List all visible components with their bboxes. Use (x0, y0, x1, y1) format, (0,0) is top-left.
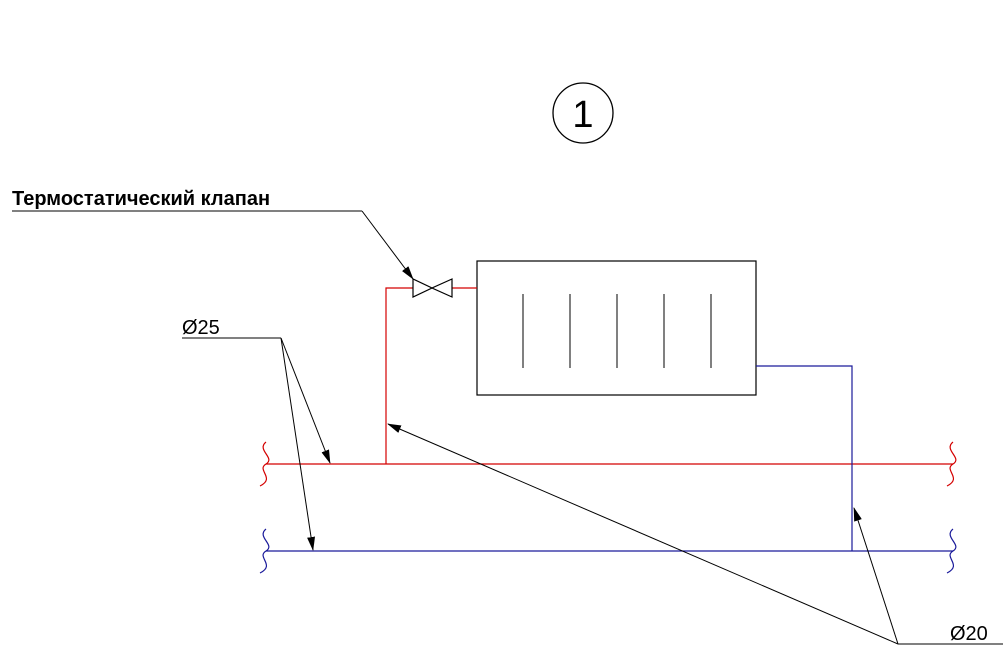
valve-label: Термостатический клапан (12, 188, 270, 210)
supply-break-left (259, 441, 270, 487)
radiator-body (476, 260, 757, 396)
valve-annotation: Термостатический клапан (12, 188, 414, 280)
return-diameter-annotation: Ø20 (387, 423, 1003, 645)
return-piping (259, 365, 957, 574)
supply-diameter-label: Ø25 (182, 317, 220, 339)
valve-right-triangle (430, 278, 453, 298)
supply-diameter-leader (280, 337, 331, 464)
supply-riser (385, 287, 413, 464)
supply-riser-diameter-leader (387, 423, 899, 645)
return-diameter-label: Ø20 (950, 623, 988, 645)
valve-left-triangle (412, 278, 434, 298)
thermostatic-valve-symbol (412, 278, 453, 298)
return-main-diameter-leader (280, 337, 316, 551)
supply-break-right (946, 441, 957, 487)
callout-marker: 1 (552, 82, 614, 144)
callout-number: 1 (572, 94, 593, 136)
supply-piping (259, 287, 957, 487)
callout-circle (552, 82, 614, 144)
radiator (476, 260, 757, 396)
return-break-right (946, 528, 957, 574)
return-break-left (259, 528, 270, 574)
return-riser (756, 365, 853, 551)
valve-leader-arrow (361, 210, 414, 280)
return-riser-diameter-leader (853, 507, 899, 645)
supply-diameter-annotation: Ø25 (182, 317, 331, 551)
